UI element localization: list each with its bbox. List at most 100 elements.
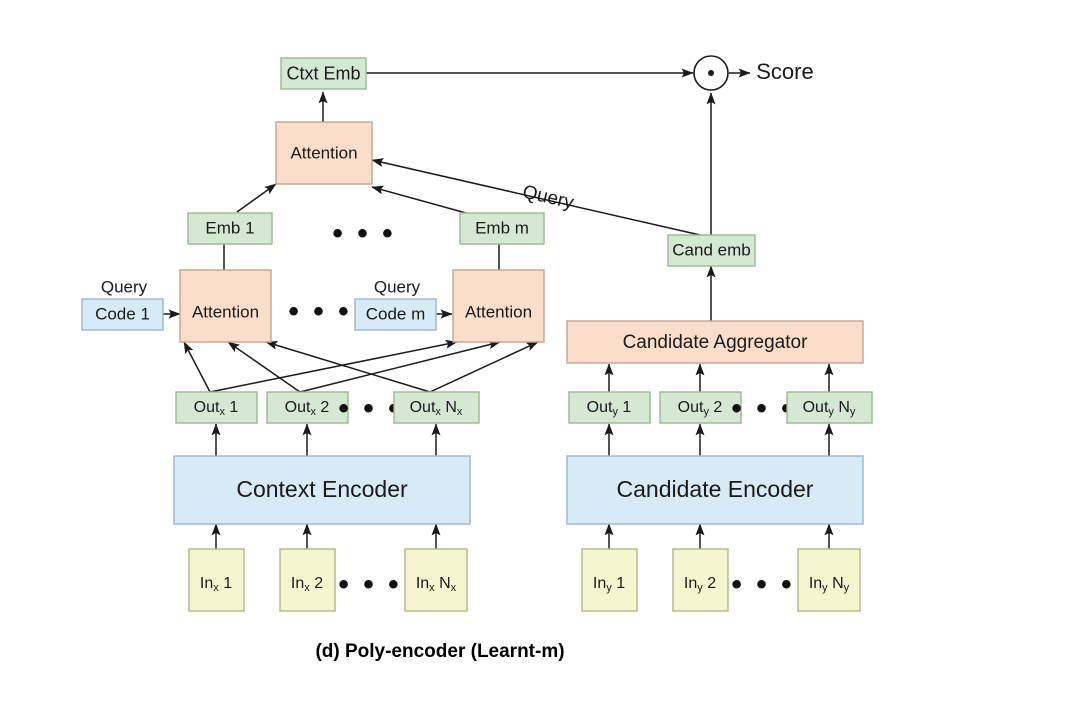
out-y-2-idx: 2 — [713, 399, 722, 416]
in-y-n-idx: N — [832, 575, 844, 592]
out-x-1-sub: x — [219, 406, 225, 418]
node-out-x-n[interactable]: Outx Nx — [393, 391, 480, 424]
svg-text:Outy 1: Outy 1 — [587, 399, 632, 418]
node-in-x-2[interactable]: Inx 2 — [279, 548, 336, 612]
ellipsis-in-x: • • • — [338, 568, 401, 601]
ellipsis-attention: • • • — [288, 295, 351, 328]
node-in-x-1[interactable]: Inx 1 — [188, 548, 245, 612]
out-y-2-sub: y — [703, 406, 709, 418]
node-in-y-1[interactable]: Iny 1 — [581, 548, 638, 612]
svg-text:Outy Ny: Outy Ny — [803, 399, 856, 418]
in-x-2-base: In — [291, 575, 304, 592]
in-y-1-sub: y — [606, 582, 612, 594]
in-y-n-sub: y — [822, 582, 828, 594]
edge-outx1-to-attnright — [209, 339, 458, 393]
out-y-2-base: Out — [678, 399, 704, 416]
node-in-y-2[interactable]: Iny 2 — [672, 548, 729, 612]
in-y-n-idx-sub: y — [844, 582, 850, 594]
svg-text:Iny Ny: Iny Ny — [809, 575, 850, 594]
node-attention-left[interactable]: Attention — [179, 269, 272, 343]
in-x-n-base: In — [416, 575, 429, 592]
emb-m-label: Emb m — [475, 218, 529, 237]
ellipsis-out-y: • • • — [731, 392, 794, 425]
in-y-1-base: In — [593, 575, 606, 592]
in-x-n-sub: x — [429, 582, 435, 594]
node-cand-emb[interactable]: Cand emb — [667, 234, 756, 267]
out-y-n-idx-sub: y — [850, 406, 856, 418]
node-candidate-aggregator[interactable]: Candidate Aggregator — [566, 320, 864, 364]
out-x-1-base: Out — [194, 399, 220, 416]
edge-outx2-to-attnleft — [227, 341, 301, 393]
ellipsis-out-x: • • • — [338, 392, 401, 425]
svg-text:Outx 2: Outx 2 — [285, 399, 330, 418]
ellipsis-in-y: • • • — [731, 568, 794, 601]
ellipsis-emb: • • • — [332, 217, 395, 250]
edge-emb1-to-topattn — [236, 183, 277, 213]
attention-left-label: Attention — [192, 302, 259, 321]
svg-text:Inx Nx: Inx Nx — [416, 575, 457, 594]
in-x-1-sub: x — [213, 582, 219, 594]
svg-text:Iny 2: Iny 2 — [684, 575, 716, 594]
in-y-2-idx: 2 — [707, 575, 716, 592]
in-x-n-idx: N — [439, 575, 451, 592]
node-in-x-n[interactable]: Inx Nx — [404, 548, 468, 612]
context-encoder-label: Context Encoder — [236, 476, 408, 502]
in-x-1-idx: 1 — [223, 575, 232, 592]
out-x-2-idx: 2 — [320, 399, 329, 416]
node-emb-1[interactable]: Emb 1 — [187, 212, 273, 245]
edge-embm-to-topattn — [371, 185, 467, 214]
in-y-n-base: In — [809, 575, 822, 592]
node-context-encoder[interactable]: Context Encoder — [173, 455, 471, 525]
svg-text:Inx 2: Inx 2 — [291, 575, 323, 594]
in-y-2-sub: y — [697, 582, 703, 594]
out-x-n-base: Out — [410, 399, 436, 416]
node-out-y-n[interactable]: Outy Ny — [786, 391, 873, 424]
node-top-attention[interactable]: Attention — [275, 121, 373, 185]
edge-outxn-to-attnleft — [265, 341, 431, 393]
figure-caption: (d) Poly-encoder (Learnt-m) — [315, 641, 564, 662]
out-y-n-sub: y — [828, 406, 834, 418]
node-code-1[interactable]: Code 1 — [81, 298, 164, 331]
out-x-n-idx-sub: x — [457, 406, 463, 418]
candidate-aggregator-label: Candidate Aggregator — [623, 332, 809, 353]
attention-right-label: Attention — [465, 302, 532, 321]
node-out-y-1[interactable]: Outy 1 — [568, 391, 651, 424]
out-y-1-sub: y — [612, 406, 618, 418]
node-out-y-2[interactable]: Outy 2 — [659, 391, 742, 424]
svg-text:Inx 1: Inx 1 — [200, 575, 232, 594]
node-code-m[interactable]: Code m — [354, 298, 437, 331]
cand-emb-label: Cand emb — [672, 240, 750, 259]
out-x-2-base: Out — [285, 399, 311, 416]
node-emb-m[interactable]: Emb m — [459, 212, 545, 245]
in-x-n-idx-sub: x — [451, 582, 457, 594]
dot-product-icon — [708, 70, 714, 76]
out-y-n-base: Out — [803, 399, 829, 416]
top-attention-label: Attention — [290, 143, 357, 162]
edge-outxn-to-attnright — [429, 341, 539, 393]
svg-text:Outx 1: Outx 1 — [194, 399, 239, 418]
out-x-2-sub: x — [310, 406, 316, 418]
out-y-1-base: Out — [587, 399, 613, 416]
query-left-label: Query — [101, 277, 148, 296]
edge-outx2-to-attnright — [299, 340, 501, 393]
query-mid-label: Query — [374, 277, 421, 296]
in-x-2-sub: x — [304, 582, 310, 594]
out-y-1-idx: 1 — [622, 399, 631, 416]
node-attention-right[interactable]: Attention — [452, 269, 545, 343]
out-x-n-sub: x — [435, 406, 441, 418]
code-m-label: Code m — [366, 304, 426, 323]
in-y-1-idx: 1 — [616, 575, 625, 592]
edge-layer — [163, 68, 834, 549]
node-ctxt-emb[interactable]: Ctxt Emb — [280, 57, 367, 90]
node-in-y-n[interactable]: Iny Ny — [797, 548, 861, 612]
node-out-x-1[interactable]: Outx 1 — [175, 391, 258, 424]
node-out-x-2[interactable]: Outx 2 — [266, 391, 349, 424]
out-x-n-idx: N — [445, 399, 457, 416]
node-candidate-encoder[interactable]: Candidate Encoder — [566, 455, 864, 525]
score-dot-operator — [693, 55, 729, 91]
edge-candemb-query-to-topattn — [371, 158, 701, 236]
in-y-2-base: In — [684, 575, 697, 592]
